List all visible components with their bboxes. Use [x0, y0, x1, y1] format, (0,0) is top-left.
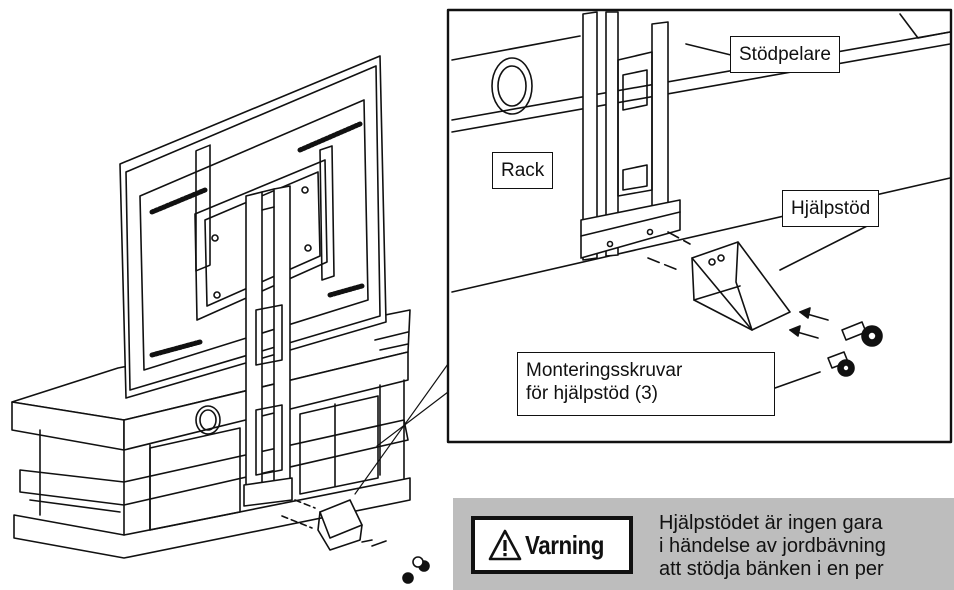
warning-triangle-icon — [488, 529, 521, 561]
warning-badge: Varning — [471, 516, 633, 574]
warning-line: i händelse av jordbävning — [659, 535, 886, 557]
support-column-overview — [243, 185, 293, 507]
mounting-screws-label-line1: Monteringsskruvar — [526, 360, 683, 381]
auxiliary-support-overview — [281, 499, 387, 551]
mounting-screws-label-line2: för hjälpstöd (3) — [526, 383, 659, 404]
mounting-screws-label: Monteringsskruvar för hjälpstöd (3) — [517, 352, 775, 416]
warning-line: Hjälpstödet är ingen gara — [659, 512, 883, 534]
screw-icon — [402, 556, 430, 584]
support-column-label: Stödpelare — [730, 36, 840, 73]
warning-line: att stödja bänken i en per — [659, 558, 884, 580]
mounting-screws-detail — [827, 321, 883, 377]
rack-label: Rack — [492, 152, 554, 189]
warning-panel: Varning Hjälpstödet är ingen gara i händ… — [453, 498, 954, 590]
warning-text: Hjälpstödet är ingen gara i händelse av … — [659, 512, 886, 581]
detail-inset — [451, 11, 951, 389]
warning-title: Varning — [524, 529, 604, 560]
auxiliary-support-label: Hjälpstöd — [782, 190, 880, 227]
